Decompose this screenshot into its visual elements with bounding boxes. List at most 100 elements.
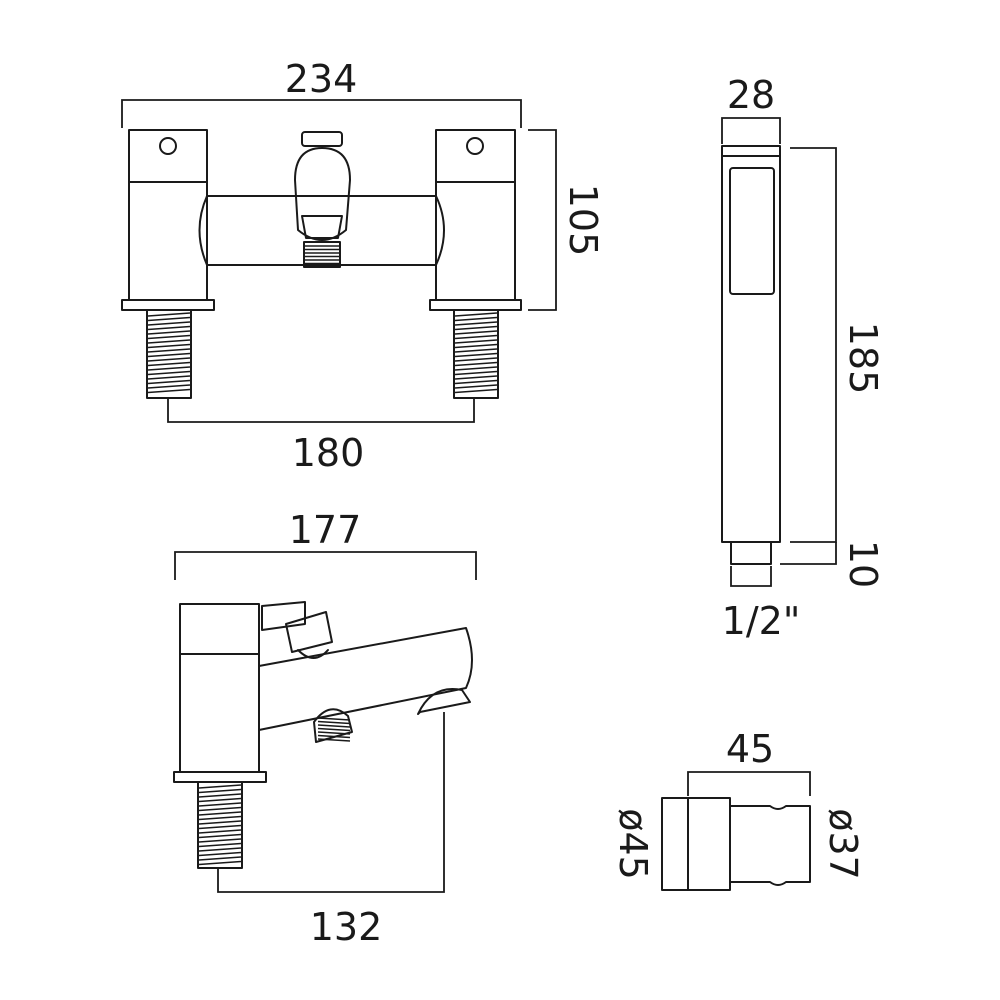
thread-line <box>147 366 191 371</box>
hose-connector <box>303 241 341 268</box>
thread-line <box>198 797 242 803</box>
bracket-body <box>729 805 811 886</box>
thread-line <box>198 806 242 812</box>
thread-line <box>454 321 498 326</box>
thread-line <box>317 727 351 732</box>
handset-connector-label: 10 <box>841 540 885 588</box>
thread-line <box>454 312 498 317</box>
thread-line <box>454 370 498 376</box>
side-width-dimension-line <box>174 551 477 580</box>
handset-length-dimension-line <box>790 147 837 543</box>
thread-line <box>454 325 498 331</box>
thread-line <box>454 375 498 380</box>
thread-line <box>317 720 351 725</box>
front-height-label: 105 <box>561 184 605 257</box>
side-thread-hatching <box>198 784 242 866</box>
thread-line <box>147 370 191 376</box>
thread-line <box>198 824 242 830</box>
thread-line <box>147 379 191 385</box>
handset-connector <box>730 541 772 565</box>
right-base-plate <box>429 299 522 311</box>
bracket-length-dimension-line <box>687 771 811 796</box>
left-indicator-icon <box>159 137 177 155</box>
handset-length-label: 185 <box>841 322 885 395</box>
handset-view: 28 185 10 1/2" <box>721 73 885 643</box>
thread-line <box>147 352 191 358</box>
handset-thread-label: 1/2" <box>722 599 801 643</box>
right-thread <box>453 309 499 399</box>
thread-line <box>317 724 351 728</box>
side-width-label: 177 <box>289 508 362 552</box>
thread-line <box>198 833 242 839</box>
right-pillar <box>435 181 516 301</box>
side-spout <box>258 627 473 731</box>
bracket-wall-plate <box>661 797 689 891</box>
centres-dimension-line <box>167 398 475 423</box>
thread-line <box>147 316 191 322</box>
bracket-length-label: 45 <box>726 727 774 771</box>
thread-line <box>147 357 191 362</box>
left-base-plate <box>121 299 215 311</box>
side-diverter-arm <box>261 601 306 631</box>
handset-width-dimension-line <box>721 117 781 144</box>
thread-line <box>147 339 191 344</box>
right-thread-hatching <box>454 312 498 394</box>
side-handle <box>179 603 260 655</box>
thread-line <box>147 384 191 389</box>
thread-line <box>198 811 242 816</box>
thread-line <box>147 375 191 380</box>
side-projection-label: 132 <box>310 905 383 949</box>
bracket-diameter-small-label: ø37 <box>821 808 865 880</box>
side-projection-dimension-line <box>217 712 445 893</box>
side-hose-connector <box>313 708 353 743</box>
front-width-dimension-line <box>121 99 522 128</box>
handset-thread-dimension-line <box>730 566 772 587</box>
side-thread <box>197 781 243 869</box>
thread-line <box>317 734 351 739</box>
front-height-dimension-line <box>528 129 557 311</box>
side-view: 177 132 <box>173 508 477 949</box>
right-indicator-icon <box>466 137 484 155</box>
thread-line <box>147 321 191 326</box>
diverter-spout <box>301 215 343 239</box>
thread-line <box>317 731 351 735</box>
mixer-body <box>198 195 445 266</box>
side-diverter-base <box>297 649 329 659</box>
thread-line <box>454 357 498 362</box>
thread-line <box>454 352 498 358</box>
thread-line <box>147 330 191 335</box>
diverter-housing <box>294 147 351 241</box>
thread-line <box>454 334 498 340</box>
thread-line <box>198 847 242 852</box>
side-base-plate <box>173 771 267 783</box>
bracket-diameter-large-label: ø45 <box>611 808 655 880</box>
side-hose-connector-hatching <box>317 717 351 742</box>
side-diverter-knob <box>285 611 333 653</box>
thread-line <box>147 361 191 367</box>
thread-line <box>454 348 498 353</box>
thread-line <box>147 312 191 317</box>
front-width-label: 234 <box>285 57 358 101</box>
diverter-knob <box>301 131 343 147</box>
thread-line <box>198 829 242 834</box>
handset-spray-face <box>729 167 775 295</box>
spout-outlet <box>417 688 471 715</box>
thread-line <box>147 343 191 349</box>
thread-line <box>147 388 191 394</box>
thread-line <box>147 348 191 353</box>
bracket-view: 45 ø45 ø37 <box>611 727 865 891</box>
handset-connector-dimension-line <box>780 542 837 565</box>
thread-line <box>317 738 351 742</box>
thread-line <box>454 330 498 335</box>
thread-line <box>454 316 498 322</box>
thread-line <box>147 334 191 340</box>
left-pillar <box>128 181 208 301</box>
thread-line <box>454 343 498 349</box>
thread-line <box>198 842 242 848</box>
thread-line <box>198 815 242 821</box>
thread-line <box>317 717 351 721</box>
thread-line <box>198 860 242 866</box>
thread-line <box>198 851 242 857</box>
handset-width-label: 28 <box>727 73 775 117</box>
